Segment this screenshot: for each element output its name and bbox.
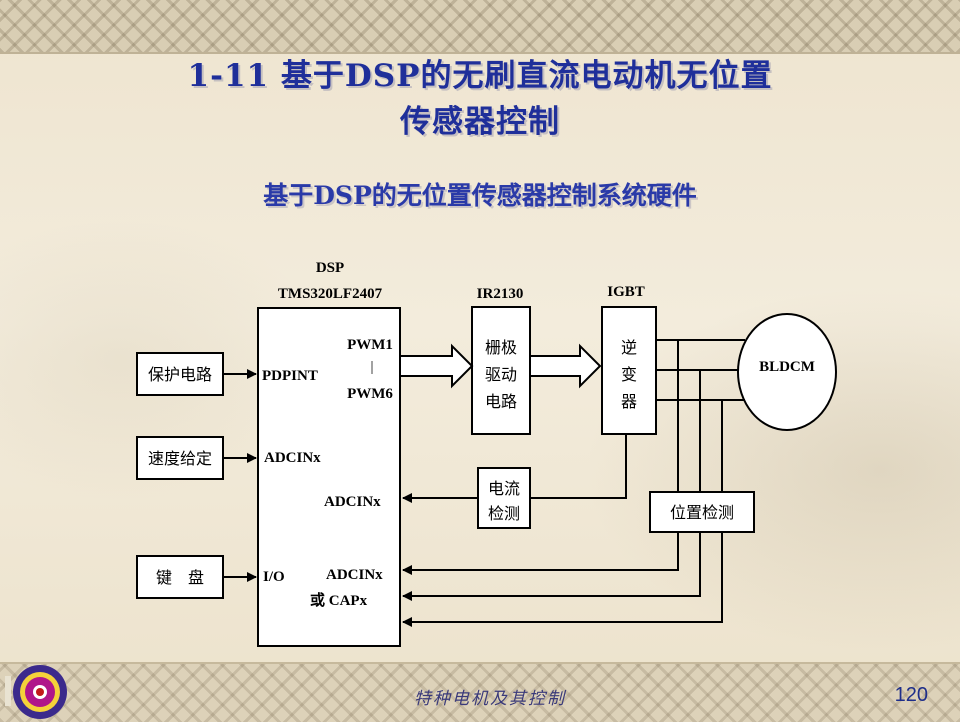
position-signal-arrow-3	[402, 532, 723, 627]
current-detection-box	[477, 467, 531, 529]
pin-pdpint: PDPINT	[262, 368, 318, 384]
driver-chip-label: IR2130	[477, 286, 524, 302]
slide-subtitle: 基于DSP的无位置传感器控制系统硬件	[263, 181, 697, 210]
inverter-line2: 变	[621, 366, 637, 384]
inverter-line3: 器	[621, 393, 637, 411]
university-logo-icon	[5, 665, 67, 719]
keyboard-label: 键 盘	[156, 568, 204, 587]
pin-pwm6: PWM6	[347, 386, 393, 402]
inverter-to-current-line	[530, 434, 627, 499]
pin-pwm1: PWM1	[347, 337, 393, 353]
pin-adcinx-current: ADCINx	[324, 494, 381, 510]
position-signal-arrow-2	[402, 532, 701, 601]
dsp-model-label: TMS320LF2407	[278, 286, 383, 302]
inverter-box	[601, 306, 657, 435]
position-signal-arrow-1	[402, 532, 679, 575]
dsp-box	[257, 307, 401, 647]
protection-circuit-label: 保护电路	[148, 366, 212, 384]
gate-driver-line3: 电路	[485, 393, 517, 411]
igbt-label: IGBT	[607, 284, 645, 300]
pin-adcinx-position: ADCINx	[326, 567, 383, 583]
pin-adcinx-speed: ADCINx	[264, 450, 321, 466]
inverter-line1: 逆	[621, 339, 637, 357]
gate-driver-line2: 驱动	[485, 366, 517, 384]
decorative-border-top	[0, 0, 960, 54]
slide-title-line1: 1-11 基于DSP的无刷直流电动机无位置	[187, 58, 773, 94]
driver-hollow-arrow	[529, 343, 602, 389]
pin-pwm-separator: |	[370, 359, 373, 375]
current-detection-line1: 电流	[488, 480, 520, 498]
pin-capx: 或 CAPx	[310, 591, 368, 609]
page-number: 120	[894, 684, 928, 706]
speed-setting-label: 速度给定	[148, 450, 212, 468]
current-detection-line2: 检测	[488, 505, 520, 523]
dsp-label: DSP	[316, 260, 344, 276]
bldcm-motor	[737, 313, 837, 431]
position-detection-label: 位置检测	[670, 504, 734, 522]
gate-driver-line1: 栅极	[485, 339, 517, 357]
pwm-hollow-arrow	[399, 343, 474, 389]
slide-title-line2: 传感器控制	[400, 104, 560, 140]
gate-driver-box	[471, 306, 531, 435]
position-detection-box	[649, 491, 755, 533]
footer-course-title: 特种电机及其控制	[414, 689, 566, 709]
bldcm-label: BLDCM	[759, 359, 815, 375]
pin-io: I/O	[263, 569, 285, 585]
speed-setting-box	[136, 436, 224, 480]
decorative-border-bottom	[0, 662, 960, 722]
